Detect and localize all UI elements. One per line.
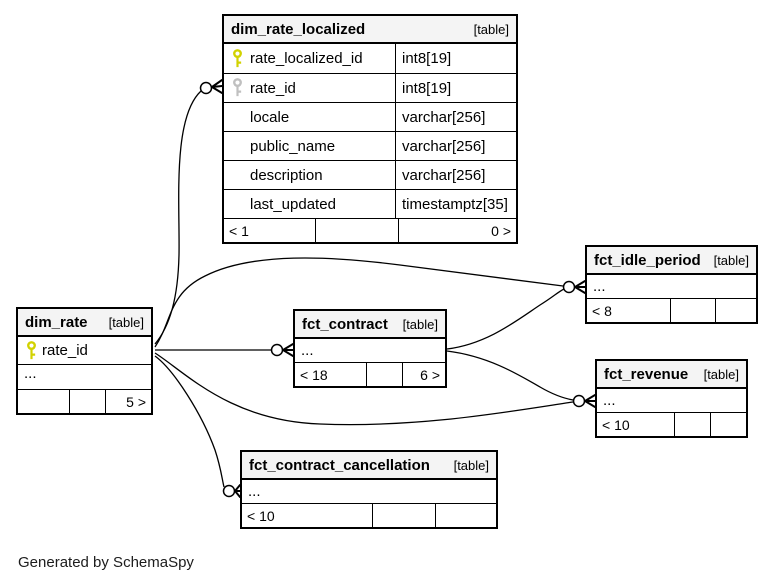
children-count: < 10 <box>247 507 275 524</box>
rel-dim_rate-fct_revenue <box>154 352 574 426</box>
columns-ellipsis: ... <box>242 480 496 503</box>
table-tag: [table] <box>108 314 144 330</box>
table-header: fct_contract [table] <box>295 311 445 339</box>
table-tag: [table] <box>402 316 438 332</box>
table-fct_contract_cancellation[interactable]: fct_contract_cancellation [table] ... < … <box>240 450 498 529</box>
parents-count: 0 > <box>398 219 516 242</box>
column-type: varchar[256] <box>402 137 486 155</box>
ellipsis-text: ... <box>248 483 261 500</box>
ellipsis-text: ... <box>301 342 314 359</box>
table-fct_revenue[interactable]: fct_revenue [table] ... < 10 <box>595 359 748 438</box>
column-row: locale varchar[256] <box>224 102 516 131</box>
connector-fct_revenue <box>572 394 596 408</box>
foreign-key-icon <box>233 78 242 97</box>
column-type: varchar[256] <box>402 166 486 184</box>
columns-ellipsis: ... <box>597 389 746 412</box>
ellipsis-text: ... <box>603 392 616 409</box>
table-name: fct_revenue <box>604 365 689 383</box>
table-tag: [table] <box>453 457 489 473</box>
table-stats: < 8 <box>587 298 756 322</box>
table-fct_contract[interactable]: fct_contract [table] ... < 18 6 > <box>293 309 447 388</box>
generated-by-label: Generated by SchemaSpy <box>18 554 194 571</box>
columns-ellipsis: ... <box>18 364 151 389</box>
table-header: fct_idle_period [table] <box>587 247 756 275</box>
parents-count <box>435 504 496 527</box>
columns-ellipsis: ... <box>295 339 445 362</box>
primary-key-icon <box>27 340 36 359</box>
parents-count <box>710 413 746 436</box>
connector-dim_rate_localized <box>199 79 223 95</box>
ellipsis-text: ... <box>593 278 606 295</box>
rel-fct_contract-fct_revenue <box>446 350 574 401</box>
column-type: varchar[256] <box>402 108 486 126</box>
rel-dim_rate-dim_rate_localized <box>154 90 202 345</box>
table-name: fct_contract_cancellation <box>249 456 430 474</box>
children-count <box>18 390 69 413</box>
table-dim_rate_localized[interactable]: dim_rate_localized [table] rate_localize… <box>222 14 518 244</box>
column-type: timestamptz[35] <box>402 195 508 213</box>
connector-fct_contract <box>270 343 294 357</box>
primary-key-icon <box>233 48 242 67</box>
column-name: locale <box>250 108 290 126</box>
columns-ellipsis: ... <box>587 275 756 298</box>
rel-dim_rate-fct_contract_cancellation <box>154 355 225 488</box>
parents-count <box>715 299 756 322</box>
stats-spacer <box>315 219 398 242</box>
table-header: fct_contract_cancellation [table] <box>242 452 496 480</box>
table-tag: [table] <box>703 366 739 382</box>
rel-fct_contract-fct_idle_period <box>446 288 565 350</box>
connector-fct_contract_cancellation <box>222 484 241 498</box>
table-stats: < 10 <box>597 412 746 436</box>
column-row: rate_id int8[19] <box>224 73 516 102</box>
column-row: rate_localized_id int8[19] <box>224 44 516 73</box>
parents-count: 6 > <box>402 363 445 386</box>
table-header: dim_rate_localized [table] <box>224 16 516 44</box>
column-type: int8[19] <box>402 79 452 97</box>
table-name: dim_rate <box>25 313 88 331</box>
stats-spacer <box>366 363 402 386</box>
table-dim_rate[interactable]: dim_rate [table] rate_id ... 5 > <box>16 307 153 415</box>
children-count: < 10 <box>602 416 630 433</box>
table-stats: < 10 <box>242 503 496 527</box>
stats-spacer <box>674 413 710 436</box>
column-row: last_updated timestamptz[35] <box>224 189 516 218</box>
table-stats: < 18 6 > <box>295 362 445 386</box>
children-count: < 18 <box>300 366 328 383</box>
stats-spacer <box>372 504 435 527</box>
table-stats: 5 > <box>18 389 151 413</box>
children-count: < 8 <box>592 302 612 319</box>
table-name: dim_rate_localized <box>231 20 366 38</box>
column-row: description varchar[256] <box>224 160 516 189</box>
table-header: fct_revenue [table] <box>597 361 746 389</box>
parents-count: 5 > <box>105 390 151 413</box>
stats-spacer <box>69 390 105 413</box>
table-name: fct_contract <box>302 315 388 333</box>
table-tag: [table] <box>713 252 749 268</box>
table-header: dim_rate [table] <box>18 309 151 337</box>
table-name: fct_idle_period <box>594 251 701 269</box>
column-type: int8[19] <box>402 50 452 67</box>
column-name: rate_id <box>250 79 296 97</box>
table-stats: < 1 0 > <box>224 218 516 242</box>
column-name: description <box>250 166 323 184</box>
column-name: public_name <box>250 137 336 155</box>
connector-fct_idle_period <box>562 280 586 294</box>
column-name: rate_id <box>42 342 88 359</box>
ellipsis-text: ... <box>24 365 37 382</box>
stats-spacer <box>670 299 715 322</box>
column-name: rate_localized_id <box>250 50 363 67</box>
children-count: < 1 <box>229 222 249 239</box>
table-fct_idle_period[interactable]: fct_idle_period [table] ... < 8 <box>585 245 758 324</box>
column-name: last_updated <box>250 195 336 213</box>
column-row: rate_id <box>18 337 151 364</box>
table-tag: [table] <box>473 21 509 37</box>
column-row: public_name varchar[256] <box>224 131 516 160</box>
rel-dim_rate-fct_idle_period <box>154 257 564 348</box>
